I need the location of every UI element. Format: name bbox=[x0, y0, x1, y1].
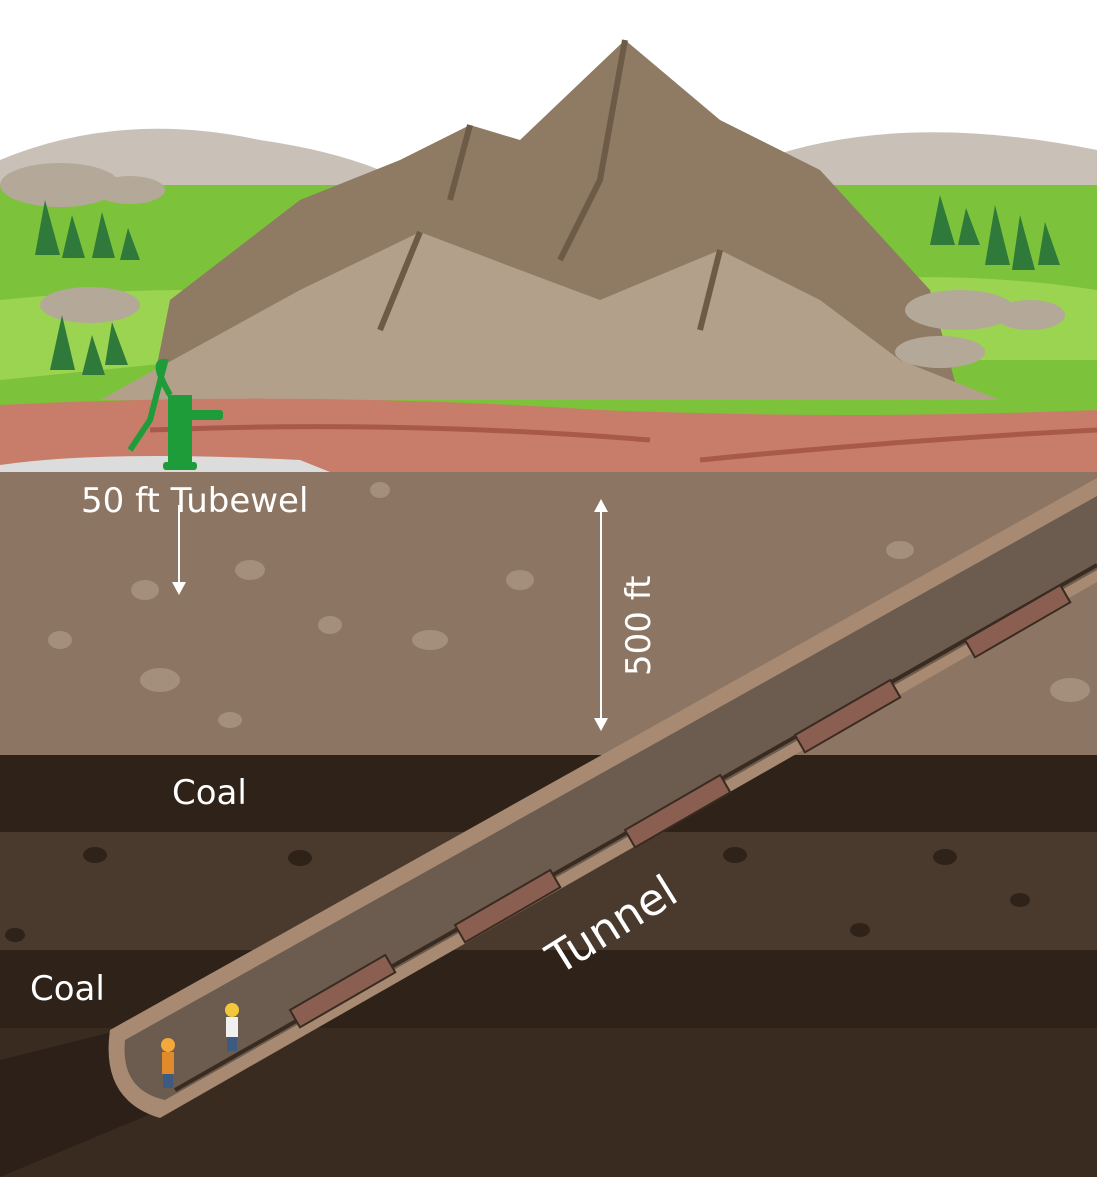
trees bbox=[35, 195, 1060, 375]
depth-500ft-arrow bbox=[594, 499, 608, 731]
mountain-front bbox=[100, 232, 1000, 400]
miner-figures bbox=[161, 1003, 239, 1088]
soil-streaks bbox=[149, 424, 1097, 463]
tubewell-label: 50 ft Tubewel bbox=[81, 481, 309, 521]
coal-label-lower: Coal bbox=[30, 969, 105, 1009]
rocks bbox=[0, 163, 1065, 368]
mountain-ridges bbox=[377, 39, 723, 332]
coal-label-upper: Coal bbox=[172, 773, 247, 813]
hand-pump-icon bbox=[127, 358, 223, 470]
depth-label: 500 ft bbox=[619, 575, 659, 676]
soil-pebbles bbox=[48, 482, 1090, 728]
tubewell-depth-arrow bbox=[172, 505, 186, 595]
mine-carts bbox=[288, 583, 1072, 1029]
tunnel-shaft bbox=[124, 496, 1097, 1100]
